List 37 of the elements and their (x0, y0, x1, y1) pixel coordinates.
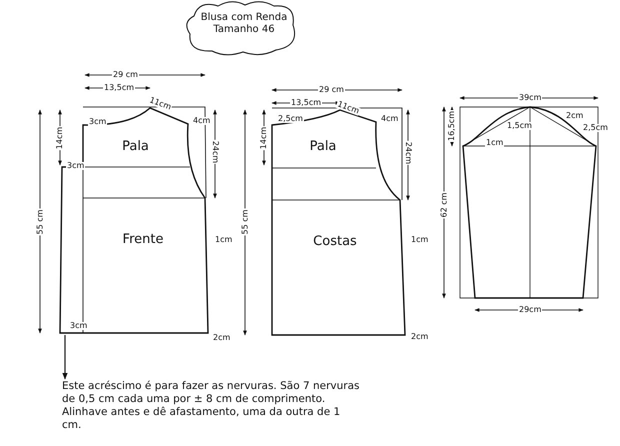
dimension-label: 24cm (211, 140, 220, 164)
dimension-label: 29 cm (318, 86, 345, 94)
dimension-label: 4cm (380, 115, 400, 123)
leader-arrow (62, 335, 68, 380)
dimension-label: 24cm (404, 140, 412, 166)
dimension-label: 55 cm (36, 208, 44, 236)
dimension-label: 29cm (518, 306, 542, 314)
yoke-region: Pala (83, 127, 188, 165)
dimension-label: 29 cm (112, 71, 139, 79)
dimension-label: 2cm (410, 333, 430, 341)
dimension-label: 3cm (88, 118, 108, 126)
dimension-label: 16,5cm (448, 110, 456, 142)
dimension-label: 14cm (56, 126, 64, 150)
dimension-label: 2,5cm (582, 124, 609, 132)
dimension-label: 3cm (69, 322, 88, 330)
dimension-label: 1cm (214, 236, 234, 244)
dimension-label: 2cm (565, 112, 584, 120)
dimension-label: 13,5cm (290, 99, 322, 107)
dimension-label: 4cm (192, 117, 212, 125)
dimension-label: 55 cm (240, 208, 249, 236)
dimension-label: 1cm (485, 139, 504, 147)
back-panel-region: Costas (273, 202, 397, 280)
dimension-label: 39cm (518, 94, 542, 102)
dimension-label: 1,5cm (506, 122, 533, 130)
dimension-label: 2,5cm (277, 115, 304, 123)
dimension-label: 11cm (147, 96, 173, 112)
note-text: Este acréscimo é para fazer as nervuras. São 7 nervuras de 0,5 cm cada uma por ± 8 cm de comprimento. Alinhave antes e dê afastamento, uma da outra de 1 cm. (62, 380, 362, 432)
dimension-label: 2cm (212, 334, 232, 342)
dimension-label: 14cm (260, 126, 268, 150)
front-panel-region: Frente (84, 200, 202, 278)
dimension-label: 11cm (335, 100, 361, 116)
dimension-label: 62 cm (440, 192, 448, 218)
title-text: Blusa com Renda Tamanho 46 (200, 12, 288, 36)
dimension-label: 1cm (410, 236, 430, 244)
dimension-label: 3cm (66, 162, 86, 170)
yoke-region: Pala (273, 127, 373, 166)
dimension-label: 13,5cm (103, 84, 136, 92)
